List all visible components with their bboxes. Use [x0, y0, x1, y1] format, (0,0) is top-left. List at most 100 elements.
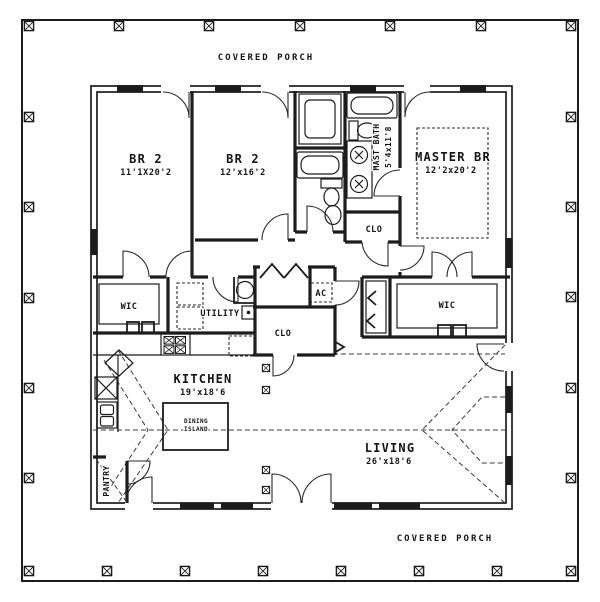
- ac-unit-icon: [310, 282, 333, 303]
- master-bedroom-label: MASTER BR: [415, 150, 491, 164]
- porch-post-icon: [23, 111, 35, 123]
- window-icon: [221, 502, 253, 509]
- wic-left-label: WIC: [121, 302, 138, 312]
- porch-label-bottom: COVERED PORCH: [397, 534, 493, 544]
- window-icon: [90, 229, 98, 255]
- porch-post-icon: [335, 565, 347, 577]
- center-closet-label: CLO: [275, 329, 292, 339]
- door-arc-icon: [212, 276, 239, 303]
- window-icon: [505, 456, 513, 485]
- porch-post-icon: [23, 201, 35, 213]
- wic-left-interior: [98, 283, 160, 334]
- bedroom2-left-dims: 11'1X20'2: [120, 168, 171, 178]
- utility-fixtures: [176, 277, 256, 330]
- door-arc-icon: [306, 205, 334, 233]
- door-arc-icon: [334, 280, 360, 306]
- ceiling-lines: [93, 344, 506, 504]
- porch-post-icon: [565, 111, 577, 123]
- column-post-icon: [261, 385, 271, 395]
- porch-post-icon: [565, 382, 577, 394]
- water-heater-icon: [235, 280, 255, 300]
- exterior-walls: [90, 83, 514, 512]
- door-swings: [122, 91, 505, 504]
- porch-post-icon: [565, 565, 577, 577]
- window-icon: [215, 85, 241, 93]
- porch-post-icon: [294, 20, 306, 32]
- window-icon: [505, 386, 513, 413]
- door-arc-icon: [446, 251, 473, 278]
- stove-icon: [160, 333, 191, 356]
- dining-island-label-1: DINING: [184, 418, 208, 425]
- porch-post-icon: [384, 20, 396, 32]
- wic-right-label: WIC: [439, 301, 456, 311]
- bathtub-icon: [346, 92, 398, 119]
- door-arc-icon: [261, 213, 289, 241]
- porch-post-icon: [413, 565, 425, 577]
- porch-post-icon: [23, 292, 35, 304]
- living-dims: 26'x18'6: [366, 457, 412, 467]
- window-icon: [460, 85, 486, 93]
- shelf-chevron-icon: [365, 313, 376, 329]
- door-arc-icon: [261, 91, 289, 119]
- door-arc-icon: [399, 245, 425, 271]
- bedroom2-left-label: BR 2: [129, 152, 163, 166]
- window-icon: [379, 502, 420, 509]
- door-arc-icon: [476, 343, 505, 372]
- hall-closet-label: CLO: [366, 225, 383, 235]
- porch-post-icon: [475, 20, 487, 32]
- window-icon: [505, 238, 513, 268]
- door-arc-icon: [162, 91, 190, 119]
- porch-post-icon: [101, 565, 113, 577]
- shower-icon: [298, 93, 342, 145]
- porch-post-icon: [203, 20, 215, 32]
- door-arc-icon: [431, 251, 458, 278]
- vanity-counter: [346, 140, 373, 199]
- window-icon: [334, 502, 372, 509]
- column-post-icon: [261, 363, 271, 373]
- door-arc-icon: [301, 473, 332, 504]
- dining-island: [162, 402, 229, 451]
- master-bedroom-dims: 12'2x20'2: [425, 166, 476, 176]
- porch-post-icon: [565, 291, 577, 303]
- sink-icon: [349, 174, 369, 194]
- porch-post-icon: [23, 472, 35, 484]
- kitchen-fixtures: [93, 333, 257, 451]
- living-label: LIVING: [365, 441, 416, 455]
- bedroom2-middle-dims: 12'x16'2: [220, 168, 266, 178]
- closet-details: [259, 262, 387, 354]
- window-icon: [117, 85, 143, 93]
- ac-closet-label: AC: [315, 289, 326, 299]
- column-post-icon: [261, 485, 271, 495]
- porch-post-icon: [257, 565, 269, 577]
- bed-icon: [416, 127, 489, 239]
- kitchen-dims: 19'x18'6: [180, 388, 226, 398]
- porch-post-icon: [565, 20, 577, 32]
- porch-post-icon: [23, 382, 35, 394]
- door-arc-icon: [126, 460, 151, 485]
- bathtub-icon: [296, 151, 344, 179]
- master-bath-fixtures: [346, 92, 398, 199]
- appliance-icon: [94, 376, 118, 400]
- labels: COVERED PORCH COVERED PORCH BR 2 11'1X20…: [101, 52, 493, 546]
- window-icon: [350, 85, 376, 93]
- dryer-icon: [176, 306, 204, 330]
- porch-post-icon: [23, 20, 35, 32]
- hall-bath-fixtures: [296, 93, 344, 226]
- porch-post-icon: [565, 201, 577, 213]
- dining-island-label-2: ISLAND: [184, 426, 208, 433]
- linen-closet: [365, 280, 387, 334]
- bedroom2-middle-label: BR 2: [226, 152, 260, 166]
- door-arc-icon: [165, 250, 193, 278]
- washer-icon: [176, 282, 204, 306]
- porch-label-top: COVERED PORCH: [218, 53, 314, 63]
- porch-post-icon: [179, 565, 191, 577]
- door-arc-icon: [271, 473, 302, 504]
- kitchen-label: KITCHEN: [174, 372, 233, 386]
- interior-walls: [93, 91, 510, 503]
- pantry-label: PANTRY: [102, 465, 111, 496]
- column-post-icon: [261, 465, 271, 475]
- shelf-chevron-icon: [333, 340, 346, 354]
- laundry-sink-icon: [241, 305, 256, 320]
- door-arc-icon: [122, 250, 150, 278]
